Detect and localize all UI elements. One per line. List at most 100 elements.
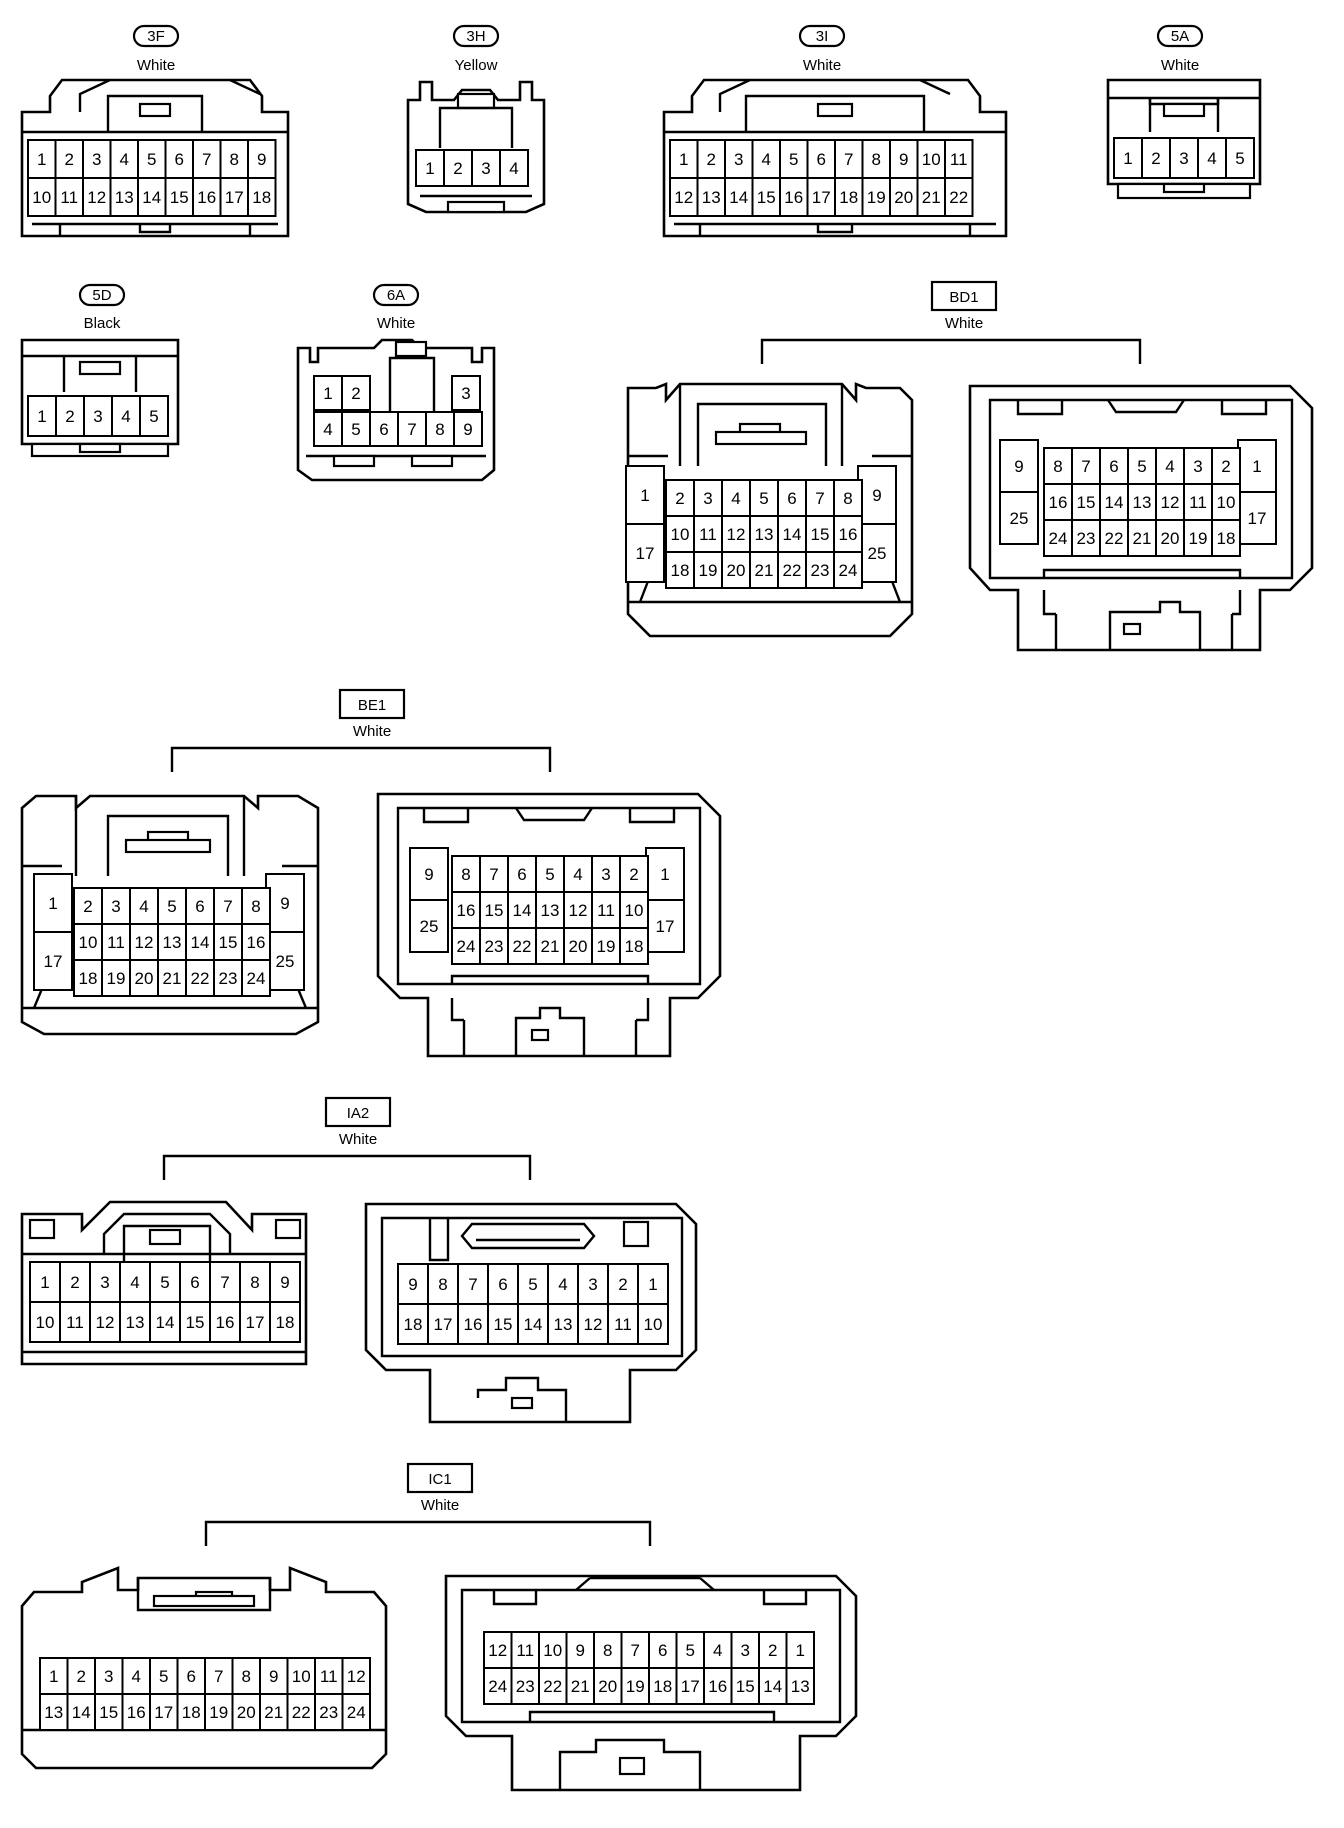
connector-code-box — [338, 688, 406, 720]
pin-number: 25 — [420, 917, 439, 936]
pin-cavity — [397, 1263, 429, 1305]
pin-cavity — [129, 959, 159, 997]
pin-number: 15 — [811, 525, 830, 544]
pin-number: 17 — [656, 917, 675, 936]
pin-number: 24 — [839, 561, 858, 580]
pin-number: 19 — [867, 188, 886, 207]
pin-number: 6 — [187, 1667, 196, 1686]
pin-number: 14 — [1105, 493, 1124, 512]
pin-number: 19 — [699, 561, 718, 580]
pin-number: 3 — [93, 407, 102, 426]
pin-cavity — [415, 149, 445, 187]
pin-number: 1 — [323, 384, 332, 403]
pin-number: 24 — [457, 937, 476, 956]
pin-number: 3 — [1193, 457, 1202, 476]
pin-cavity — [259, 1657, 289, 1695]
pin-number: 16 — [1049, 493, 1068, 512]
pin-number: 16 — [197, 188, 216, 207]
pin-cavity — [39, 1657, 69, 1695]
pin-cavity — [451, 927, 481, 965]
pin-cavity — [648, 1667, 678, 1705]
pin-cavity — [129, 923, 159, 961]
pin-cavity — [806, 177, 836, 217]
pin-number: 1 — [37, 150, 46, 169]
pin-cavity — [779, 177, 809, 217]
pin-number: 18 — [404, 1315, 423, 1334]
connector-code-badge — [78, 283, 126, 307]
pin-cavity — [313, 411, 343, 447]
pin-cavity — [101, 923, 131, 961]
pin-cavity — [834, 177, 864, 217]
pin-number: 1 — [49, 1667, 58, 1686]
pin-cavity — [204, 1693, 234, 1731]
pin-cavity — [1197, 137, 1227, 179]
pin-cavity — [137, 139, 167, 179]
pin-cavity — [1155, 483, 1185, 521]
pin-number: 11 — [699, 525, 717, 544]
pin-cavity — [139, 395, 169, 437]
connector-color: Black — [84, 315, 121, 332]
pin-number: 20 — [1161, 529, 1180, 548]
pin-number: 7 — [407, 420, 416, 439]
pin-number: 8 — [1053, 457, 1062, 476]
pin-number: 12 — [584, 1315, 603, 1334]
pin-cavity — [730, 1631, 760, 1669]
pin-number: 12 — [96, 1313, 115, 1332]
pin-number: 18 — [839, 188, 858, 207]
pin-number: 14 — [513, 901, 532, 920]
connector-code: IC1 — [428, 1471, 451, 1488]
pin-cavity — [94, 1657, 124, 1695]
pin-number: 15 — [736, 1677, 755, 1696]
pin-number: 18 — [625, 937, 644, 956]
pin-number: 21 — [755, 561, 774, 580]
pin-cavity — [758, 1631, 788, 1669]
pin-cavity — [286, 1657, 316, 1695]
pin-cavity — [149, 1301, 181, 1343]
connector-code-box — [324, 1096, 392, 1128]
pin-number: 8 — [461, 865, 470, 884]
connector-code-box — [406, 1462, 474, 1494]
pin-cavity — [675, 1667, 705, 1705]
pin-number: 13 — [702, 188, 721, 207]
pin-number: 2 — [707, 150, 716, 169]
pin-number: 10 — [543, 1641, 562, 1660]
pin-number: 6 — [498, 1275, 507, 1294]
pin-number: 13 — [1133, 493, 1152, 512]
pin-number: 4 — [1207, 149, 1216, 168]
pin-number: 9 — [269, 1667, 278, 1686]
pin-cavity — [55, 395, 85, 437]
pin-number: 7 — [214, 1667, 223, 1686]
pin-number: 15 — [170, 188, 189, 207]
pin-number: 21 — [571, 1677, 590, 1696]
pin-number: 23 — [319, 1703, 338, 1722]
pin-number: 13 — [554, 1315, 573, 1334]
pin-number: 8 — [242, 1667, 251, 1686]
pin-number: 22 — [543, 1677, 562, 1696]
pin-number: 7 — [220, 1273, 229, 1292]
pin-number: 25 — [868, 544, 887, 563]
pin-number: 7 — [815, 489, 824, 508]
pin-number: 21 — [264, 1703, 283, 1722]
connector-code: BD1 — [949, 289, 978, 306]
pin-number: 14 — [72, 1703, 91, 1722]
connector-code-badge — [798, 24, 846, 48]
pin-number: 19 — [107, 969, 126, 988]
pin-cavity — [119, 1261, 151, 1303]
pin-number: 10 — [625, 901, 644, 920]
pin-number: 10 — [1217, 493, 1236, 512]
pin-number: 7 — [844, 150, 853, 169]
pin-number: 2 — [65, 150, 74, 169]
pin-cavity — [535, 927, 565, 965]
pin-number: 8 — [603, 1641, 612, 1660]
pin-cavity — [833, 551, 863, 589]
pin-number: 2 — [65, 407, 74, 426]
